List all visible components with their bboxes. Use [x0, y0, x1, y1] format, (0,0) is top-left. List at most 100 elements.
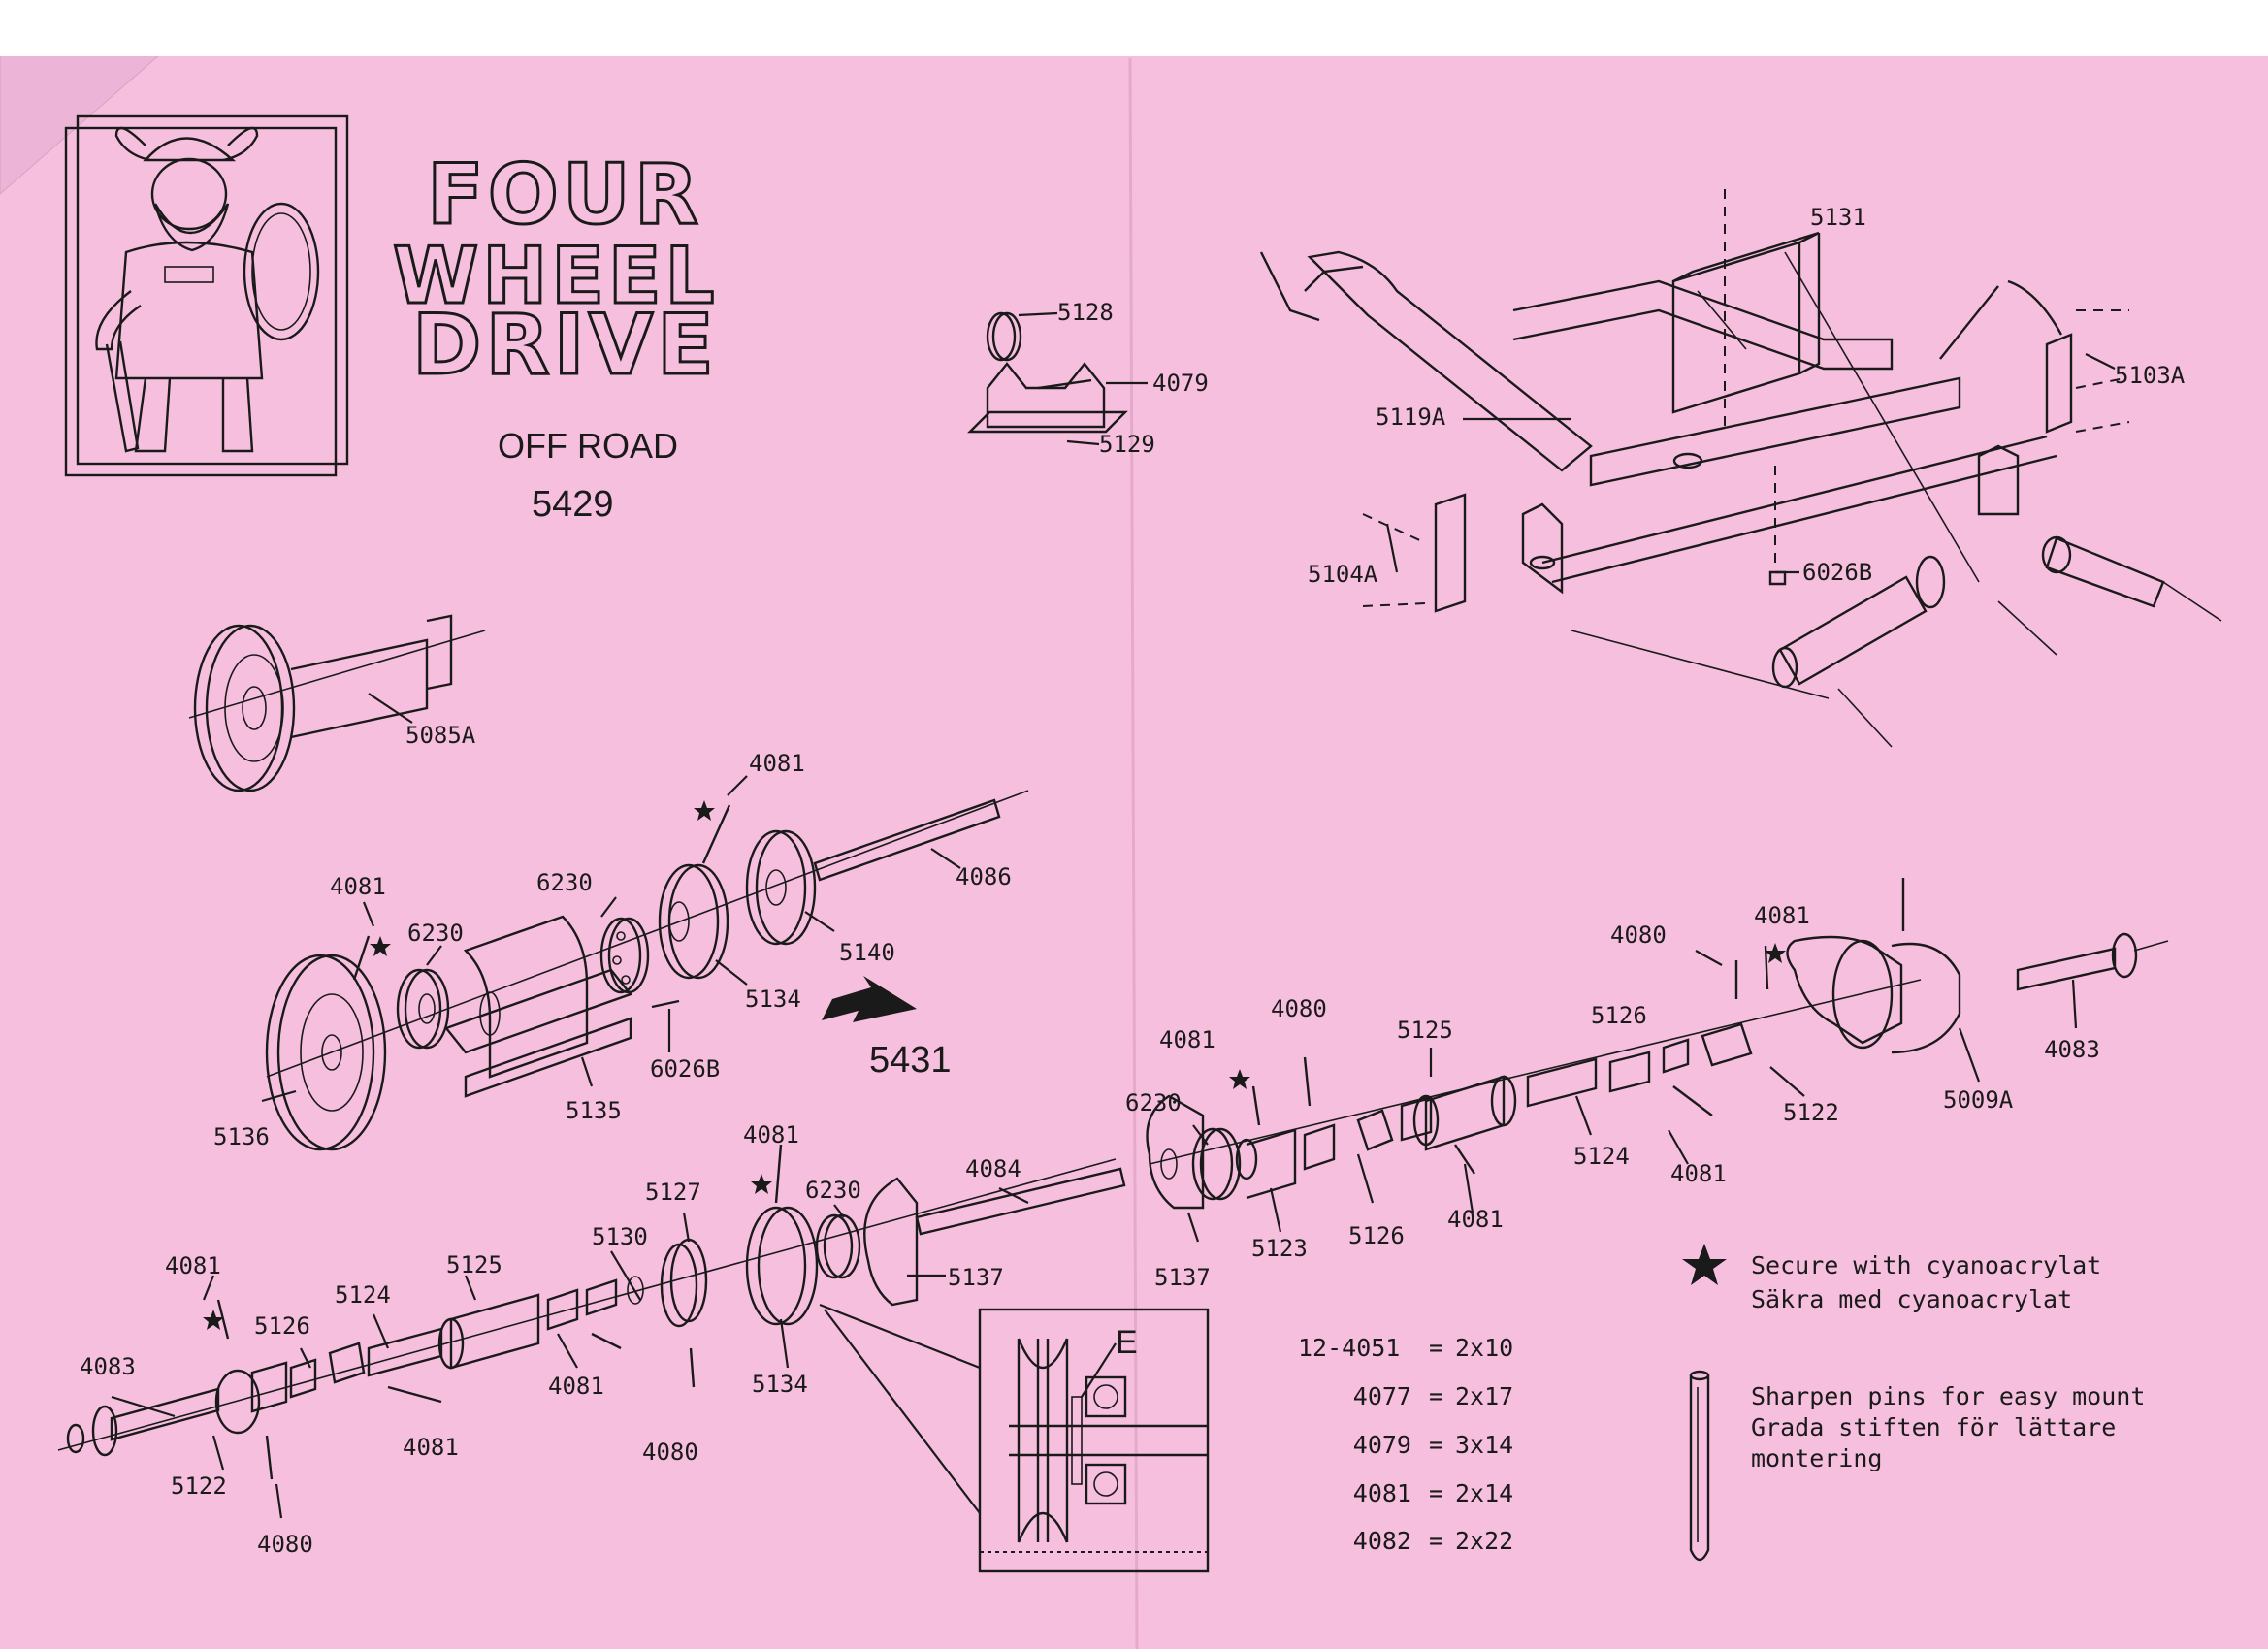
label-4081-j: 4081 [403, 1434, 459, 1461]
svg-text:4082: 4082 [1353, 1527, 1411, 1555]
label-5127: 5127 [645, 1179, 701, 1206]
star-icon [1682, 1244, 1727, 1285]
label-4080-a: 4080 [1610, 922, 1667, 949]
label-5009A: 5009A [1943, 1086, 2014, 1114]
label-4083-b: 4083 [80, 1353, 136, 1380]
svg-text:=: = [1429, 1527, 1443, 1555]
label-4083-a: 4083 [2044, 1036, 2100, 1063]
label-5123: 5123 [1251, 1235, 1308, 1262]
label-5130: 5130 [592, 1223, 648, 1250]
detail-marker-e: E [1116, 1324, 1138, 1361]
right-driveshaft-part [1146, 878, 2169, 1243]
left-driveshaft-part [57, 1144, 1126, 1519]
label-4081-b: 4081 [330, 873, 386, 900]
chassis-frame-part [1259, 189, 2222, 748]
svg-text:3x14: 3x14 [1455, 1431, 1513, 1459]
subtitle: OFF ROAD [498, 426, 678, 466]
pin-icon [1689, 1370, 1710, 1562]
label-5104A: 5104A [1308, 561, 1378, 588]
svg-text:4079: 4079 [1353, 1431, 1411, 1459]
pulley-shaft-part [188, 614, 486, 792]
title: FOUR WHEEL DRIVE [392, 146, 718, 396]
label-4081-e: 4081 [1670, 1160, 1727, 1187]
title-four: FOUR [427, 146, 702, 243]
label-5128: 5128 [1057, 299, 1114, 326]
label-4086: 4086 [956, 863, 1012, 890]
label-5135: 5135 [566, 1097, 622, 1124]
label-5122-a: 5122 [1783, 1099, 1839, 1126]
note-pin-sv1: Grada stiften för lättare [1751, 1413, 2116, 1441]
label-5431: 5431 [869, 1040, 952, 1081]
label-6230-a: 6230 [536, 869, 593, 896]
pin-row: 4077 = 2x17 [1353, 1382, 1513, 1410]
label-5137-a: 5137 [1154, 1264, 1211, 1291]
label-4081-d: 4081 [1159, 1026, 1215, 1053]
detail-inset [819, 1303, 1210, 1573]
label-5126-c: 5126 [254, 1312, 310, 1340]
label-5137-b: 5137 [948, 1264, 1004, 1291]
viking-logo-icon [64, 114, 349, 477]
note-pin-en: Sharpen pins for easy mount [1751, 1382, 2145, 1410]
pin-row: 12-4051 = 2x10 [1298, 1334, 1513, 1362]
svg-text:2x14: 2x14 [1455, 1479, 1513, 1507]
label-5134-b: 5134 [752, 1371, 808, 1398]
model-number: 5429 [532, 484, 614, 525]
pin-row: 4082 = 2x22 [1353, 1527, 1513, 1555]
label-4080-c: 4080 [642, 1439, 698, 1466]
pin-row: 4081 = 2x14 [1353, 1479, 1513, 1507]
label-6230-c: 6230 [1125, 1089, 1182, 1116]
title-wheel: WHEEL [393, 231, 718, 321]
svg-text:=: = [1429, 1479, 1443, 1507]
upper-subassembly-part [261, 775, 1029, 1151]
label-5129: 5129 [1099, 431, 1155, 458]
svg-text:12-4051: 12-4051 [1298, 1334, 1400, 1362]
label-4081-c: 4081 [1754, 902, 1810, 929]
note-star-en: Secure with cyanoacrylat [1751, 1251, 2101, 1279]
label-6026B-frame: 6026B [1802, 559, 1872, 586]
label-5136: 5136 [213, 1123, 270, 1150]
label-5119A: 5119A [1376, 404, 1446, 431]
label-5140: 5140 [839, 939, 895, 966]
svg-text:2x22: 2x22 [1455, 1527, 1513, 1555]
label-4081-h: 4081 [165, 1252, 221, 1279]
label-5134-a: 5134 [745, 986, 801, 1013]
label-5125-a: 5125 [1397, 1017, 1453, 1044]
svg-text:=: = [1429, 1431, 1443, 1459]
label-5125-b: 5125 [446, 1251, 502, 1278]
label-6230-d: 6230 [805, 1177, 861, 1204]
label-6230-b: 6230 [407, 920, 464, 947]
label-5124-a: 5124 [1573, 1143, 1630, 1170]
label-5131: 5131 [1810, 204, 1866, 231]
svg-text:2x17: 2x17 [1455, 1382, 1513, 1410]
svg-text:=: = [1429, 1382, 1443, 1410]
label-4081-a: 4081 [749, 750, 805, 777]
label-5085A: 5085A [405, 722, 476, 749]
label-4084: 4084 [965, 1155, 1021, 1182]
pin-size-table: 12-4051 = 2x10 4077 = 2x17 4079 = 3x14 4… [1298, 1334, 1513, 1555]
title-drive: DRIVE [412, 297, 718, 394]
label-4081-g: 4081 [1447, 1206, 1504, 1233]
pin-row: 4079 = 3x14 [1353, 1431, 1513, 1459]
label-5124-b: 5124 [335, 1281, 391, 1309]
star-icon [203, 800, 1786, 1330]
note-pin-sv2: montering [1751, 1444, 1882, 1472]
label-4079: 4079 [1152, 370, 1209, 397]
label-4080-d: 4080 [257, 1531, 313, 1558]
label-5126-a: 5126 [1591, 1002, 1647, 1029]
note-star-sv: Säkra med cyanoacrylat [1751, 1285, 2072, 1313]
svg-text:4081: 4081 [1353, 1479, 1411, 1507]
label-5126-b: 5126 [1348, 1222, 1405, 1249]
svg-text:=: = [1429, 1334, 1443, 1362]
label-5122-b: 5122 [171, 1472, 227, 1500]
center-fold [1128, 57, 1139, 1649]
label-4080-b: 4080 [1271, 995, 1327, 1022]
label-5103A: 5103A [2115, 362, 2186, 389]
label-6026B: 6026B [650, 1055, 720, 1083]
pulley-bracket-part [967, 311, 1148, 446]
arrow-icon [822, 976, 917, 1022]
label-4081-i: 4081 [548, 1373, 604, 1400]
svg-text:4077: 4077 [1353, 1382, 1411, 1410]
label-4081-f: 4081 [743, 1121, 799, 1148]
